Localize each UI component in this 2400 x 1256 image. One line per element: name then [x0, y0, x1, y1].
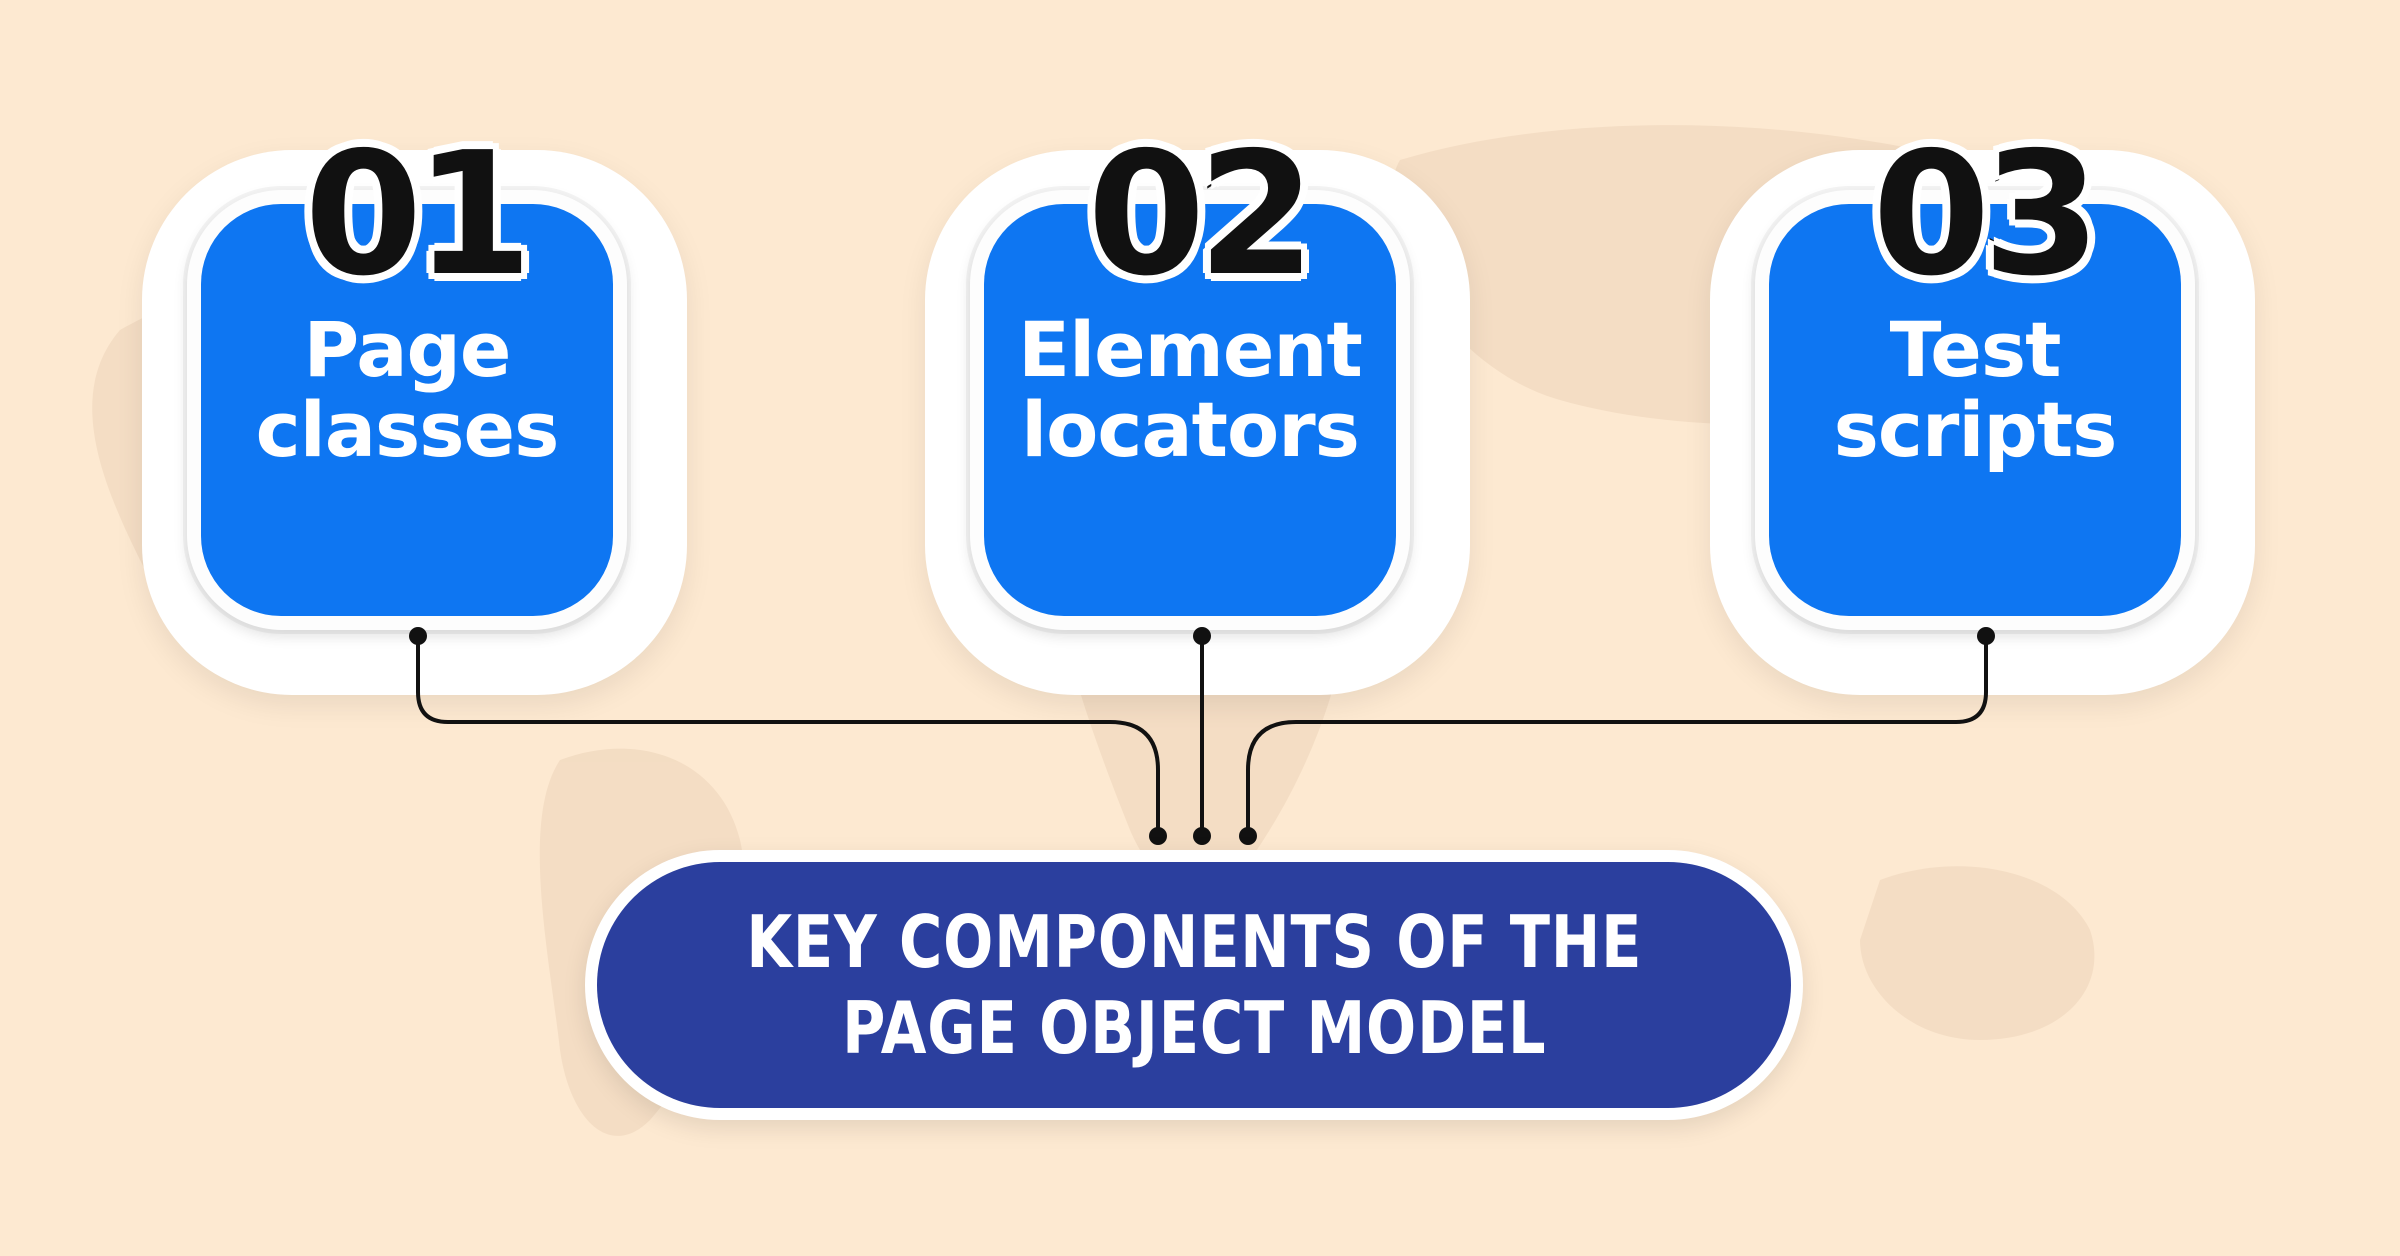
hub-pill-frame: KEY COMPONENTS OF THE PAGE OBJECT MODEL — [585, 850, 1803, 1120]
component-card-page-classes: Page classes 01 — [142, 126, 687, 695]
hub-title: KEY COMPONENTS OF THE PAGE OBJECT MODEL — [746, 900, 1642, 1070]
card-title: Test scripts — [1833, 305, 2118, 474]
card-inner-frame: Page classes — [187, 190, 627, 630]
component-card-element-locators: Element locators 02 — [925, 126, 1470, 695]
card-number: 03 — [1868, 116, 2105, 314]
card-title: Element locators — [1018, 305, 1363, 474]
hub-pill: KEY COMPONENTS OF THE PAGE OBJECT MODEL — [597, 862, 1791, 1108]
card-number: 01 — [300, 116, 537, 314]
card-inner-frame: Test scripts — [1755, 190, 2195, 630]
card-blue-panel: Test scripts — [1769, 204, 2181, 616]
component-card-test-scripts: Test scripts 03 — [1710, 126, 2255, 695]
card-blue-panel: Element locators — [984, 204, 1396, 616]
card-blue-panel: Page classes — [201, 204, 613, 616]
card-title: Page classes — [255, 305, 560, 474]
card-inner-frame: Element locators — [970, 190, 1410, 630]
card-number: 02 — [1083, 116, 1320, 314]
